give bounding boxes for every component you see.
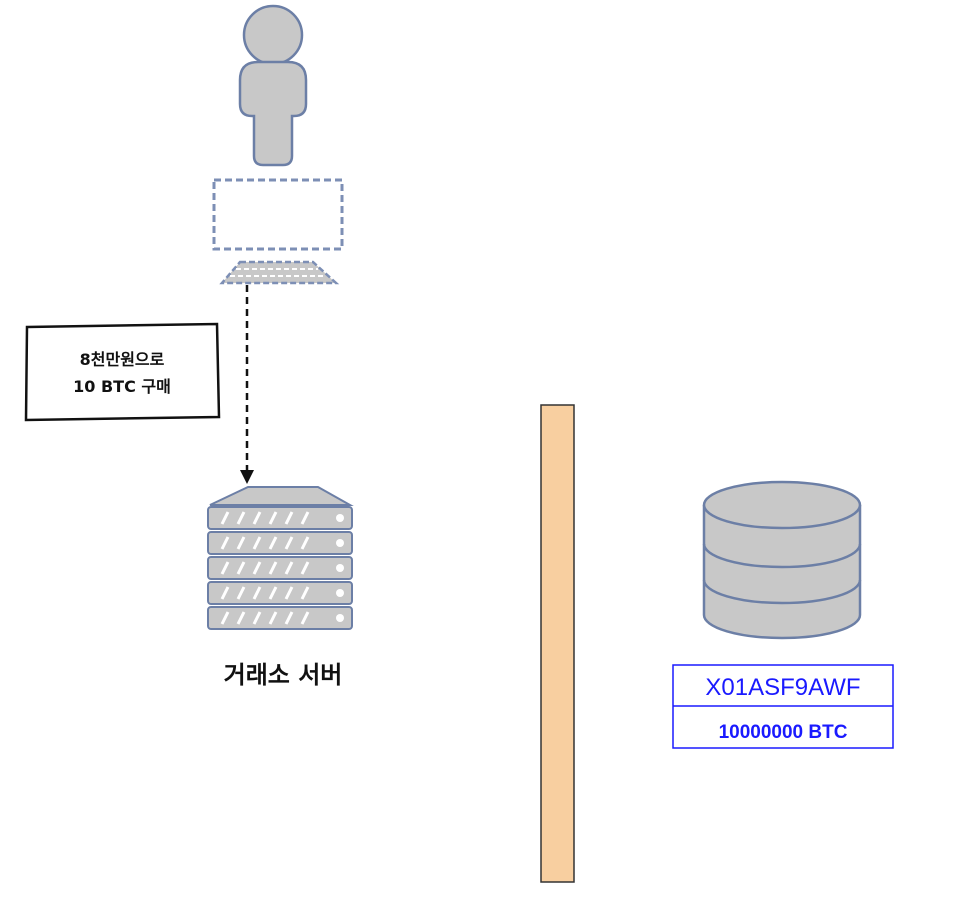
server-unit [207,506,353,530]
user-icon [238,4,308,167]
server-unit [207,556,353,580]
server-label: 거래소 서버 [224,661,343,689]
server-unit [207,581,353,605]
request-arrow [240,285,254,484]
server-unit [207,531,353,555]
purchase-note: 8천만원으로 10 BTC 구매 [24,322,221,422]
server-unit [207,606,353,630]
keyboard-icon [219,260,340,285]
note-line-1: 8천만원으로 [80,350,165,369]
database-icon [702,480,862,640]
monitor-icon [212,178,344,251]
server-icon [207,486,354,630]
wallet-balance: 10000000 BTC [719,722,848,743]
barrier-bar [540,404,575,883]
wallet-box: X01ASF9AWF 10000000 BTC [672,664,894,749]
note-line-2: 10 BTC 구매 [73,377,171,396]
wallet-address: X01ASF9AWF [705,674,860,701]
